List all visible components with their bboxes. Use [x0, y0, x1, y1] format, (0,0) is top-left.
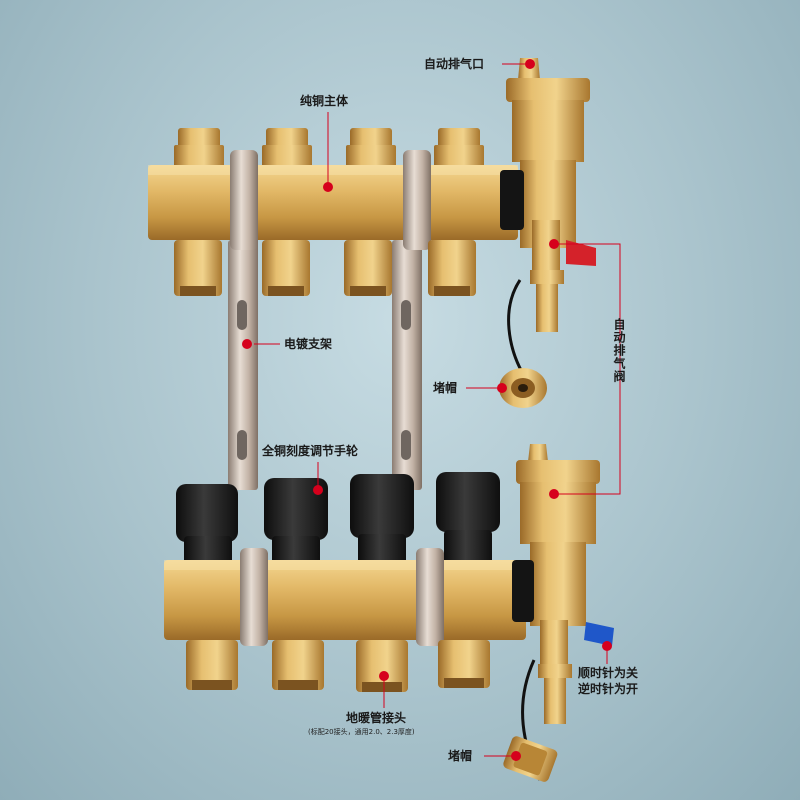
- label-connector-note: (标配20接头，通用2.0、2.3厚度): [308, 728, 415, 736]
- top-vent-assembly: [500, 58, 596, 373]
- mounting-bracket-right: [392, 240, 422, 490]
- label-cap-bottom: 堵帽: [448, 749, 473, 763]
- label-copper-body: 纯铜主体: [300, 94, 349, 108]
- label-floor-heat-connector: 地暖管接头: [346, 711, 407, 725]
- end-cap-top: [499, 368, 547, 408]
- label-plated-bracket: 电镀支架: [284, 337, 333, 351]
- pipe-connector-1: [186, 640, 238, 690]
- bottom-outlet-2: [262, 240, 310, 296]
- bottom-manifold: [164, 472, 526, 692]
- marker-handwheel: [313, 485, 323, 495]
- label-clockwise-close: 顺时针为关: [578, 666, 639, 680]
- marker-vent-valve-bottom: [549, 489, 559, 499]
- marker-copper-body: [323, 182, 333, 192]
- handwheel-4: [436, 472, 500, 564]
- marker-dots: [242, 59, 612, 761]
- top-manifold: [148, 128, 518, 296]
- marker-cap-top: [497, 383, 507, 393]
- label-cap-top: 堵帽: [433, 381, 458, 395]
- mounting-bracket-left: [228, 240, 258, 490]
- marker-valve-direction: [602, 641, 612, 651]
- bottom-vent-assembly: [512, 444, 614, 781]
- top-fitting-3: [346, 128, 396, 167]
- marker-cap-bottom: [511, 751, 521, 761]
- bottom-outlet-4: [428, 240, 476, 296]
- handwheel-3: [350, 474, 414, 568]
- top-fitting-1: [174, 128, 224, 167]
- handwheel-1: [176, 484, 238, 568]
- pipe-connector-3: [356, 640, 408, 692]
- label-auto-vent-valve: 自动排气阀: [612, 318, 626, 383]
- marker-vent-valve-top: [549, 239, 559, 249]
- bottom-outlet-1: [174, 240, 222, 296]
- marker-connector: [379, 671, 389, 681]
- marker-bracket: [242, 339, 252, 349]
- end-cap-bottom: [503, 736, 558, 782]
- label-auto-vent-port: 自动排气口: [424, 57, 485, 71]
- top-fitting-2: [262, 128, 312, 167]
- top-fitting-4: [434, 128, 484, 167]
- pipe-connector-4: [438, 640, 490, 688]
- pipe-connector-2: [272, 640, 324, 690]
- marker-auto-vent-port: [525, 59, 535, 69]
- leader-lines: [254, 63, 621, 757]
- label-counter-clockwise-open: 逆时针为开: [578, 682, 639, 696]
- label-copper-handwheel: 全铜刻度调节手轮: [262, 444, 359, 458]
- bottom-outlet-3: [344, 240, 392, 296]
